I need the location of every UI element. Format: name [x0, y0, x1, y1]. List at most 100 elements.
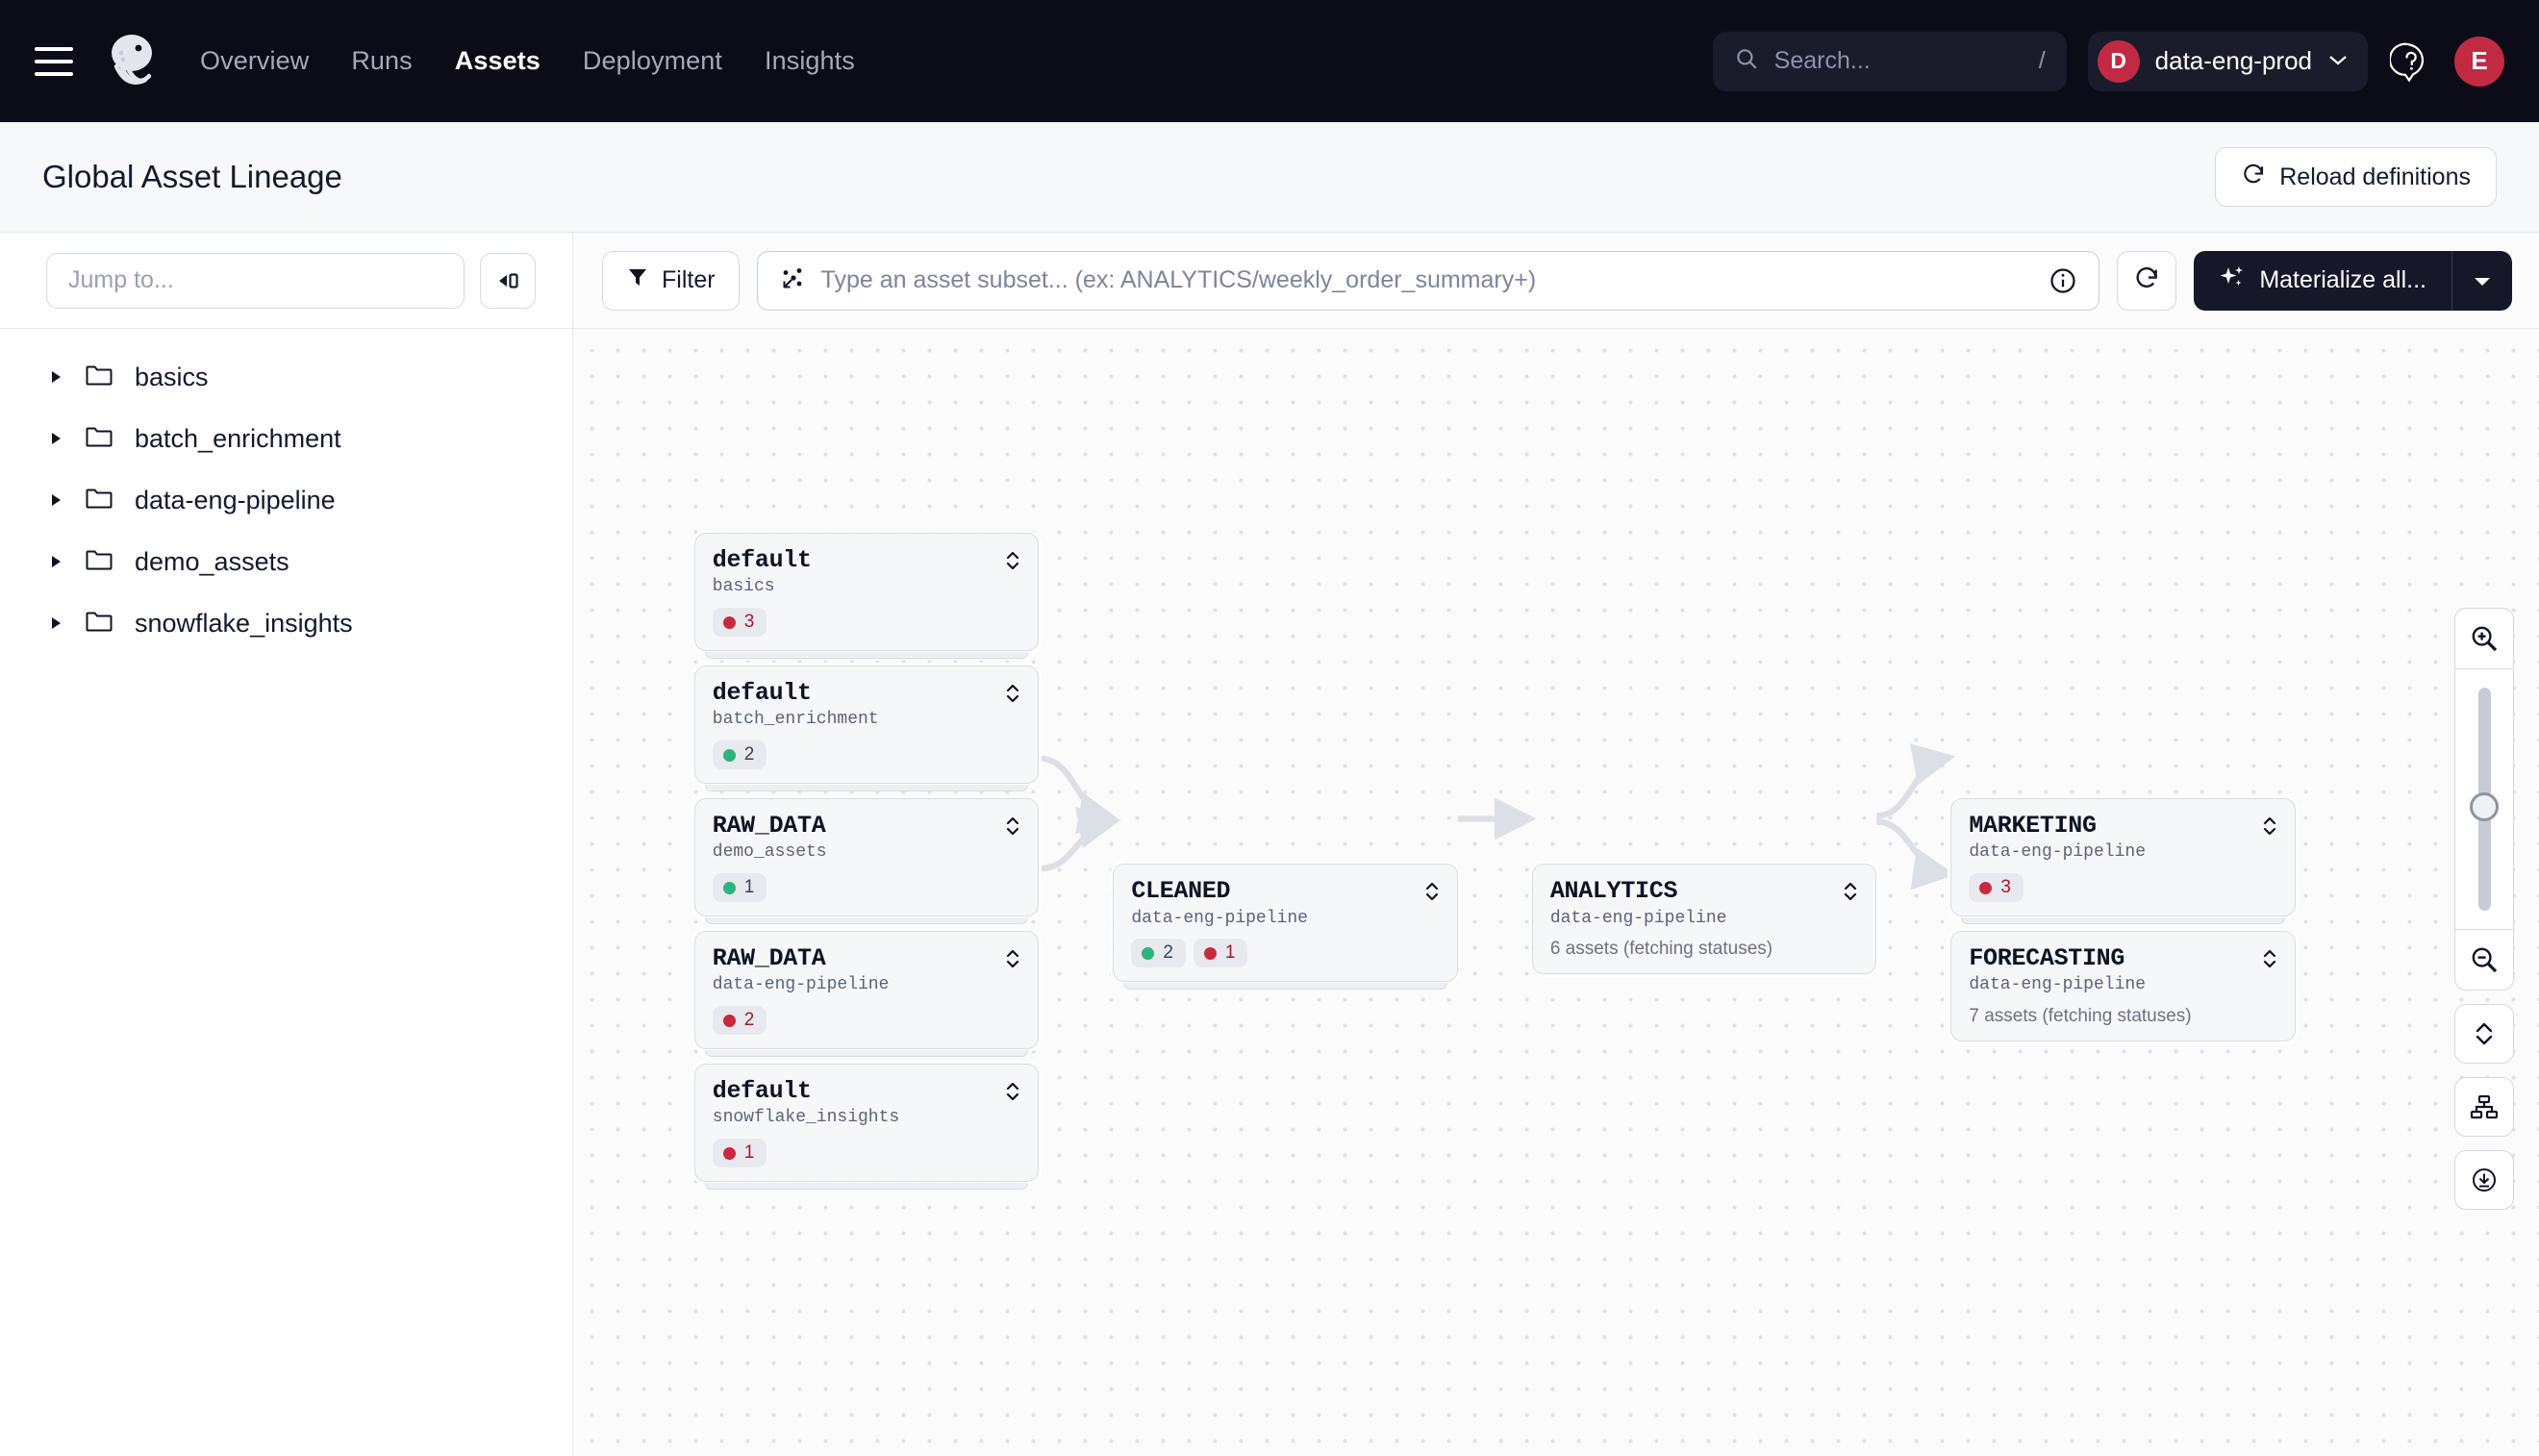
status-badge-green[interactable]: 1 [712, 873, 767, 903]
status-badge-red[interactable]: 1 [712, 1139, 767, 1168]
filter-button[interactable]: Filter [602, 250, 740, 311]
search-placeholder: Search... [1773, 47, 1871, 74]
materialize-dropdown-button[interactable] [2452, 251, 2512, 311]
folder-icon [85, 424, 113, 454]
expand-collapse-icon[interactable] [2454, 1004, 2514, 1064]
sidebar-item-label: demo_assets [135, 546, 289, 576]
user-avatar[interactable]: E [2454, 36, 2504, 87]
success-status-dot-icon [722, 748, 736, 762]
status-count: 1 [743, 877, 755, 898]
node-title: RAW_DATA [712, 811, 826, 840]
help-question-mark-icon[interactable] [2389, 39, 2433, 84]
node-status-badges: 2 [712, 741, 1020, 770]
chevron-right-icon[interactable] [48, 554, 63, 569]
sidebar-item-snowflake-insights[interactable]: snowflake_insights [0, 592, 572, 654]
refresh-graph-button[interactable] [2117, 250, 2177, 311]
status-badge-green[interactable]: 2 [712, 741, 767, 770]
status-badge-red[interactable]: 2 [712, 1006, 767, 1036]
chevron-right-icon[interactable] [48, 369, 63, 385]
expand-collapse-icon[interactable] [1003, 814, 1022, 843]
status-badge-green[interactable]: 2 [1131, 939, 1186, 968]
hamburger-menu-icon[interactable] [35, 46, 73, 76]
deployment-name: data-eng-prod [2154, 46, 2312, 75]
node-subtitle: data-eng-pipeline [1549, 908, 1727, 928]
jump-to-input[interactable] [46, 252, 465, 309]
reload-definitions-label: Reload definitions [2279, 163, 2471, 190]
node-title: default [712, 1076, 812, 1105]
zoom-slider-thumb[interactable] [2470, 792, 2499, 821]
status-count: 3 [2000, 877, 2011, 898]
folder-icon [85, 609, 113, 639]
asset-group-tree: basics batch_enrichment [0, 329, 572, 654]
status-badge-red[interactable]: 3 [1969, 873, 2024, 903]
materialize-all-main[interactable]: Materialize all... [2194, 250, 2452, 311]
reload-definitions-button[interactable]: Reload definitions [2215, 147, 2497, 207]
download-icon[interactable] [2454, 1150, 2514, 1210]
materialize-all-label: Materialize all... [2259, 266, 2426, 293]
lineage-graph-area: Filter Type an asset subset... (e [573, 233, 2539, 1456]
chevron-right-icon[interactable] [48, 615, 63, 631]
chevron-right-icon[interactable] [48, 492, 63, 508]
sidebar-item-basics[interactable]: basics [0, 346, 572, 408]
chevron-down-icon [2327, 50, 2349, 72]
chevron-right-icon[interactable] [48, 431, 63, 446]
zoom-in-icon[interactable] [2454, 609, 2514, 668]
node-fetching-status: 6 assets (fetching statuses) [1549, 939, 1773, 960]
zoom-out-icon[interactable] [2454, 930, 2514, 990]
node-status-badges: 1 [712, 873, 1020, 903]
page-title: Global Asset Lineage [42, 159, 342, 194]
sidebar-item-batch-enrichment[interactable]: batch_enrichment [0, 408, 572, 469]
asset-subset-placeholder: Type an asset subset... (ex: ANALYTICS/w… [820, 266, 1537, 293]
global-search-input[interactable]: Search... / [1712, 31, 2067, 91]
expand-collapse-icon[interactable] [1003, 681, 1022, 711]
node-subtitle: data-eng-pipeline [1131, 908, 1308, 928]
failed-status-dot-icon [722, 1014, 736, 1027]
failed-status-dot-icon [1979, 881, 1993, 894]
zoom-controls [2454, 608, 2514, 1210]
nav-link-runs[interactable]: Runs [351, 46, 413, 75]
status-count: 2 [1163, 942, 1173, 964]
dagster-logo-icon[interactable] [102, 32, 162, 91]
expand-collapse-icon[interactable] [1003, 1079, 1022, 1109]
folder-icon [85, 363, 113, 392]
expand-collapse-icon[interactable] [1422, 879, 1442, 909]
status-count: 2 [743, 1010, 755, 1031]
nav-link-deployment[interactable]: Deployment [582, 46, 722, 75]
sidebar-item-label: snowflake_insights [135, 608, 353, 638]
expand-collapse-icon[interactable] [1003, 946, 1022, 976]
sidebar-search-row [0, 233, 572, 329]
sidebar-item-label: data-eng-pipeline [135, 485, 336, 515]
expand-collapse-icon[interactable] [2260, 814, 2279, 843]
sidebar-item-demo-assets[interactable]: demo_assets [0, 531, 572, 592]
expand-collapse-icon[interactable] [1003, 548, 1022, 578]
filter-label: Filter [662, 266, 716, 293]
collapse-panel-icon[interactable] [480, 252, 536, 309]
status-badge-red[interactable]: 1 [1193, 939, 1248, 968]
info-circle-icon[interactable] [2037, 255, 2089, 307]
nav-link-insights[interactable]: Insights [765, 46, 855, 75]
node-title: default [712, 678, 812, 707]
expand-collapse-icon[interactable] [2260, 946, 2279, 976]
nav-link-assets[interactable]: Assets [454, 46, 540, 75]
expand-collapse-icon[interactable] [1841, 879, 1860, 909]
deployment-selector[interactable]: D data-eng-prod [2087, 31, 2368, 91]
materialize-all-button[interactable]: Materialize all... [2194, 250, 2512, 311]
zoom-slider[interactable] [2454, 669, 2514, 929]
nav-link-overview[interactable]: Overview [200, 46, 310, 75]
refresh-icon [2241, 162, 2266, 193]
asset-subset-input[interactable]: Type an asset subset... (ex: ANALYTICS/w… [756, 250, 2100, 311]
status-badge-red[interactable]: 3 [712, 608, 767, 638]
node-title: FORECASTING [1969, 943, 2125, 972]
sidebar-item-data-eng-pipeline[interactable]: data-eng-pipeline [0, 469, 572, 531]
hierarchy-layout-icon[interactable] [2454, 1077, 2514, 1137]
